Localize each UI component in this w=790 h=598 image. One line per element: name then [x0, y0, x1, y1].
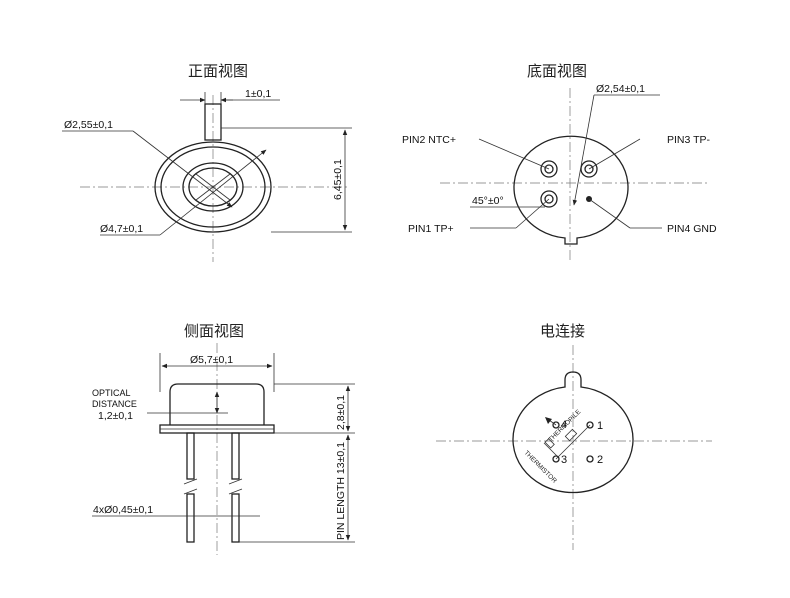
side-pin-left-lower: [186, 493, 195, 543]
electrical-pin2-number: 2: [597, 454, 603, 466]
electrical-thermistor-wire: [543, 442, 559, 458]
electrical-thermopile-element: [564, 428, 578, 442]
bottom-view: 底面视图 Ø2,54±0,1 45°±0° PIN2 NTC+ PIN3 TP-…: [402, 62, 717, 262]
side-pin-break: [228, 478, 243, 485]
front-inner-dia-line: [132, 130, 233, 208]
electrical-pin3: [552, 455, 560, 463]
electrical-pin1-number: 1: [597, 420, 603, 432]
bottom-pin-circle-label: Ø2,54±0,1: [596, 83, 645, 95]
bottom-pin1: [540, 190, 558, 208]
side-pin-right-lower: [231, 493, 240, 543]
electrical-pin4: [552, 421, 560, 429]
front-outer-dia-label: Ø4,7±0,1: [100, 223, 143, 235]
front-outer-dia-line: [159, 149, 267, 236]
side-pin-break: [228, 488, 243, 495]
electrical-pin2: [586, 455, 594, 463]
side-optical-value: 1,2±0,1: [98, 410, 133, 422]
bottom-pin3-label: PIN3 TP-: [667, 134, 710, 146]
bottom-pin2-label: PIN2 NTC+: [402, 134, 456, 146]
bottom-pin-circle-line: [572, 94, 595, 206]
electrical-body-outline: [512, 371, 634, 494]
side-optical-label-1: OPTICAL: [92, 388, 131, 398]
electrical-thermistor-label: THERMISTOR: [523, 449, 558, 484]
electrical-thermopile-wire: [555, 424, 591, 460]
bottom-body-outline: [513, 135, 629, 245]
front-window-cross: [195, 173, 231, 201]
electrical-pin4-number: 4: [561, 419, 567, 431]
front-inner-dia-label: Ø2,55±0,1: [64, 119, 113, 131]
side-pin-break: [183, 488, 198, 495]
bottom-pin2-leader: [478, 138, 550, 170]
front-height-label: 6,45±0,1: [332, 159, 344, 200]
bottom-pin2-core: [544, 164, 554, 174]
bottom-pin1-core: [544, 194, 554, 204]
side-view: 侧面视图 Ø5,7±0,1 OPTICAL DISTANCE 1,2±0,1 4…: [92, 322, 355, 555]
front-view: 正面视图 1±0,1 Ø2,55±0,1 Ø4,7±0,1: [62, 62, 352, 262]
bottom-angle-label: 45°±0°: [472, 195, 504, 207]
front-tab: [204, 103, 222, 141]
bottom-pin1-label: PIN1 TP+: [408, 223, 454, 235]
electrical-view-title: 电连接: [540, 322, 585, 340]
electrical-pin3-number: 3: [561, 454, 567, 466]
side-cap-diameter-label: Ø5,7±0,1: [190, 354, 233, 366]
side-pin-spec-label: 4xØ0,45±0,1: [93, 504, 153, 516]
bottom-view-title: 底面视图: [527, 62, 587, 80]
bottom-pin3-leader: [588, 138, 641, 170]
front-view-title: 正面视图: [188, 62, 248, 80]
bottom-pin1-leader: [515, 198, 550, 229]
bottom-pin2: [540, 160, 558, 178]
front-inner-window: [182, 162, 244, 212]
side-pin-right-upper: [231, 432, 240, 480]
electrical-thermistor-element: [544, 438, 555, 449]
side-body-height-label: 2,8±0,1: [335, 395, 347, 430]
front-tab-width-label: 1±0,1: [245, 88, 271, 100]
electrical-pin1: [586, 421, 594, 429]
front-inner-window-rim: [188, 167, 238, 207]
bottom-pin3: [580, 160, 598, 178]
electrical-gnd-arrow: [545, 417, 552, 424]
side-pin-length-label: PIN LENGTH 13±0,1: [335, 442, 347, 540]
side-cap: [169, 383, 265, 425]
electrical-view: 电连接 1 2 3 4 THERMOPILE THERMISTOR: [436, 322, 712, 550]
bottom-pin3-core: [584, 164, 594, 174]
bottom-pin4-leader: [588, 198, 631, 229]
front-outer-circle: [154, 141, 272, 233]
side-view-title: 侧面视图: [184, 322, 244, 340]
side-pin-break: [183, 478, 198, 485]
bottom-pin4-label: PIN4 GND: [667, 223, 717, 235]
side-optical-label-2: DISTANCE: [92, 399, 137, 409]
side-pin-left-upper: [186, 432, 195, 480]
front-outer-rim: [160, 146, 266, 228]
